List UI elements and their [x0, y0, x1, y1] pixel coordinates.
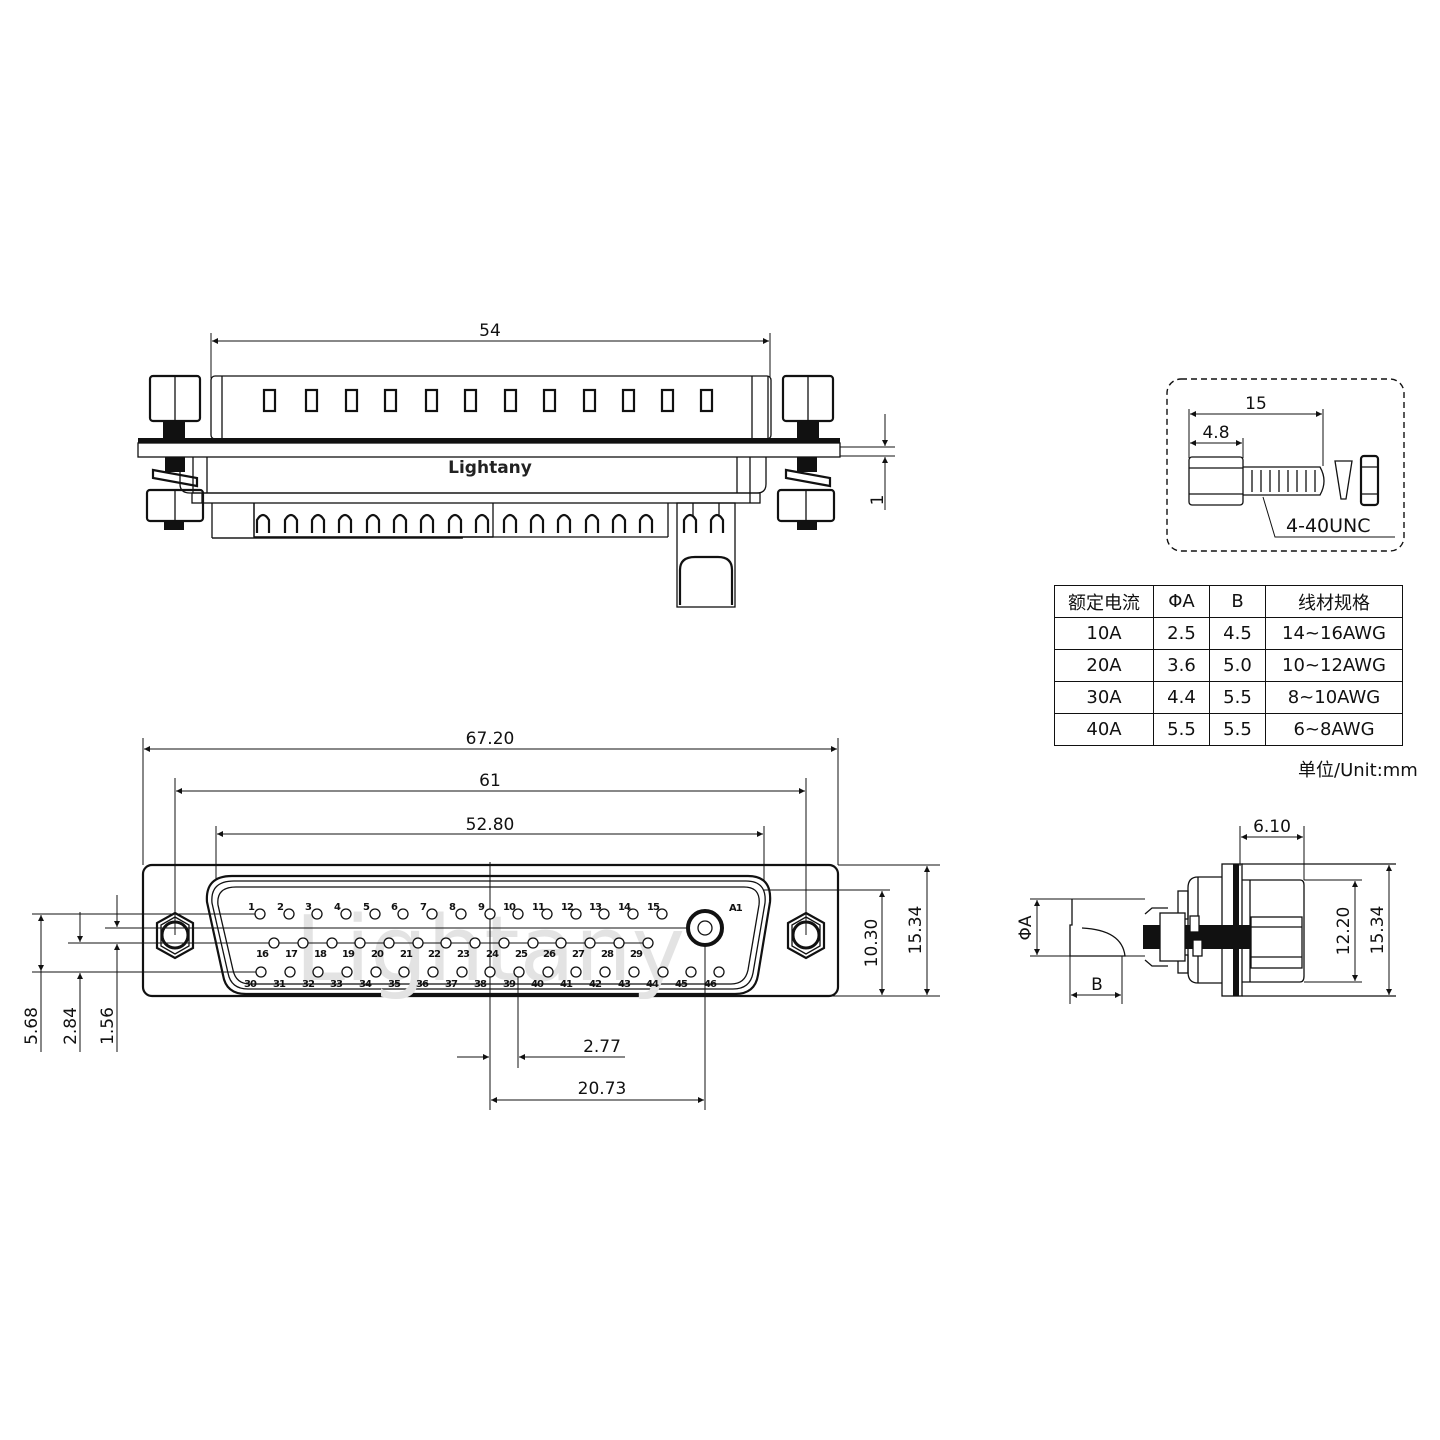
- right-jackscrew: [776, 374, 836, 530]
- svg-text:23: 23: [457, 949, 470, 960]
- svg-text:1: 1: [248, 902, 255, 913]
- top-view: 54 Lightany: [137, 321, 895, 608]
- table-row: 30A 4.4 5.5 8~10AWG: [1054, 681, 1403, 714]
- svg-text:31: 31: [273, 979, 286, 990]
- tail-loops: [255, 513, 725, 533]
- dim-20.73: 20.73: [578, 1079, 627, 1099]
- left-jackscrew: [145, 374, 205, 530]
- table-header-row: 额定电流 ΦA B 线材规格: [1054, 585, 1403, 618]
- svg-text:12: 12: [561, 902, 574, 913]
- table-row: 40A 5.5 5.5 6~8AWG: [1054, 713, 1403, 746]
- svg-text:16: 16: [256, 949, 269, 960]
- pin-row-2: 16 17 18 19 20 21 22 23 24 25 26 27 28 2…: [256, 937, 654, 960]
- svg-text:10: 10: [503, 902, 516, 913]
- svg-text:41: 41: [560, 979, 573, 990]
- brand-label: Lightany: [448, 458, 532, 478]
- svg-text:22: 22: [428, 949, 441, 960]
- svg-text:9: 9: [478, 902, 485, 913]
- screw-detail: 15 4.8 4-40UNC: [1166, 378, 1405, 552]
- svg-text:26: 26: [543, 949, 556, 960]
- svg-text:21: 21: [400, 949, 413, 960]
- dim-2.84: 2.84: [61, 1007, 81, 1045]
- header-b: B: [1209, 585, 1266, 618]
- spec-table: 额定电流 ΦA B 线材规格 10A 2.5 4.5 14~16AWG 20A …: [1054, 585, 1403, 746]
- svg-text:14: 14: [618, 902, 631, 913]
- left-mount-nut: [155, 911, 195, 960]
- svg-text:5: 5: [363, 902, 370, 913]
- dim-side-15.34: 15.34: [1368, 906, 1388, 955]
- dim-panel-1: 1: [868, 495, 888, 506]
- side-view: 6.10 ΦA B 1: [1016, 817, 1396, 1004]
- svg-text:7: 7: [420, 902, 427, 913]
- svg-text:6: 6: [391, 902, 398, 913]
- right-mount-nut: [786, 911, 826, 960]
- header-wire-spec: 线材规格: [1265, 585, 1403, 618]
- svg-text:15: 15: [647, 902, 660, 913]
- svg-text:18: 18: [314, 949, 327, 960]
- svg-text:13: 13: [589, 902, 602, 913]
- svg-text:11: 11: [532, 902, 545, 913]
- svg-text:17: 17: [285, 949, 298, 960]
- svg-text:3: 3: [305, 902, 312, 913]
- unit-note: 单位/Unit:mm: [1298, 760, 1418, 781]
- svg-text:45: 45: [675, 979, 688, 990]
- thread-lines: [1251, 470, 1316, 492]
- svg-text:40: 40: [531, 979, 544, 990]
- dim-phi-a: ΦA: [1016, 915, 1036, 940]
- table-row: 20A 3.6 5.0 10~12AWG: [1054, 649, 1403, 682]
- svg-text:8: 8: [449, 902, 456, 913]
- dim-front-15.34: 15.34: [906, 906, 926, 955]
- svg-text:19: 19: [342, 949, 355, 960]
- dim-12.20: 12.20: [1334, 907, 1354, 956]
- svg-text:4: 4: [334, 902, 341, 913]
- dim-61: 61: [479, 771, 501, 791]
- svg-text:20: 20: [371, 949, 384, 960]
- contact-windows: [262, 388, 714, 413]
- front-view: 67.20 61 52.80 Lightany: [22, 729, 940, 1110]
- svg-text:29: 29: [630, 949, 643, 960]
- svg-text:33: 33: [330, 979, 343, 990]
- svg-text:36: 36: [416, 979, 429, 990]
- svg-text:46: 46: [704, 979, 717, 990]
- svg-text:42: 42: [589, 979, 602, 990]
- header-phi-a: ΦA: [1153, 585, 1210, 618]
- dim-5.68: 5.68: [22, 1007, 42, 1045]
- dim-screw-15: 15: [1245, 394, 1267, 414]
- svg-text:43: 43: [618, 979, 631, 990]
- pin-row-3: 30 31 32 33 34 35 36 37 38 39 40 41 42 4…: [244, 966, 725, 990]
- svg-text:30: 30: [244, 979, 257, 990]
- dim-1.56: 1.56: [98, 1007, 118, 1045]
- thread-spec-label: 4-40UNC: [1286, 515, 1371, 537]
- dim-54: 54: [479, 321, 501, 341]
- dim-6.10: 6.10: [1253, 817, 1291, 837]
- svg-text:24: 24: [486, 949, 499, 960]
- svg-text:34: 34: [359, 979, 372, 990]
- svg-text:38: 38: [474, 979, 487, 990]
- dim-52.80: 52.80: [466, 815, 515, 835]
- svg-text:2: 2: [277, 902, 284, 913]
- svg-text:32: 32: [302, 979, 315, 990]
- dim-10.30: 10.30: [862, 919, 882, 968]
- svg-text:35: 35: [388, 979, 401, 990]
- dim-2.77: 2.77: [583, 1037, 621, 1057]
- power-contact-a1: A1: [686, 903, 744, 947]
- svg-text:25: 25: [515, 949, 528, 960]
- dim-screw-4.8: 4.8: [1202, 423, 1229, 443]
- dim-b: B: [1091, 975, 1103, 995]
- svg-text:44: 44: [646, 979, 659, 990]
- svg-text:39: 39: [503, 979, 516, 990]
- pin-row-1: 1 2 3 4 5 6 7 8 9 10 11 12 13 14 15: [248, 902, 668, 920]
- svg-text:A1: A1: [729, 903, 743, 914]
- dim-67.20: 67.20: [466, 729, 515, 749]
- svg-text:28: 28: [601, 949, 614, 960]
- svg-text:27: 27: [572, 949, 585, 960]
- header-rated-current: 额定电流: [1054, 585, 1154, 618]
- svg-text:37: 37: [445, 979, 458, 990]
- table-row: 10A 2.5 4.5 14~16AWG: [1054, 617, 1403, 650]
